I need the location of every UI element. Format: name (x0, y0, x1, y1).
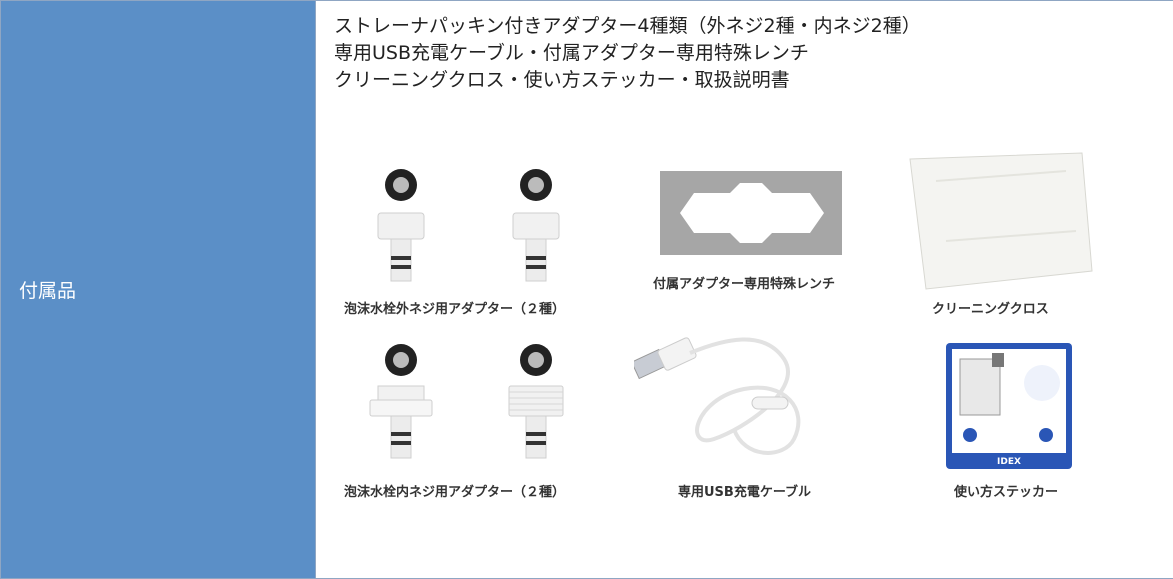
cloth-image (909, 152, 1093, 290)
outer-adapter-caption: 泡沫水栓外ネジ用アダプター（２種） (344, 302, 566, 317)
row-header-cell: 付属品 (1, 1, 315, 578)
cloth-caption: クリーニングクロス (932, 302, 1049, 317)
outer-adapter-2 (512, 169, 560, 282)
usb-cable-caption: 専用USB充電ケーブル (678, 485, 812, 500)
outer-adapter-image (377, 169, 560, 282)
wrench-caption: 付属アダプター専用特殊レンチ (653, 277, 836, 292)
sticker-brand-text: IDEX (997, 457, 1021, 467)
inner-adapter-2 (508, 344, 564, 459)
sticker-image: IDEX (946, 343, 1072, 469)
description-line-2: 専用USB充電ケーブル・付属アダプター専用特殊レンチ (334, 42, 809, 64)
inner-adapter-1 (369, 344, 433, 459)
usb-cable-image (634, 337, 801, 455)
sticker-caption: 使い方ステッカー (954, 485, 1059, 500)
wrench-image (660, 171, 842, 255)
inner-adapter-image (369, 344, 564, 459)
row-header-label: 付属品 (19, 280, 77, 302)
description-line-1: ストレーナパッキン付きアダプター4種類（外ネジ2種・内ネジ2種） (334, 15, 921, 37)
description-line-3: クリーニングクロス・使い方ステッカー・取扱説明書 (334, 69, 790, 91)
outer-adapter-1 (377, 169, 425, 282)
accessory-description: ストレーナパッキン付きアダプター4種類（外ネジ2種・内ネジ2種） 専用USB充電… (334, 13, 921, 94)
row-content-cell: ストレーナパッキン付きアダプター4種類（外ネジ2種・内ネジ2種） 専用USB充電… (315, 1, 1173, 578)
inner-adapter-caption: 泡沫水栓内ネジ用アダプター（２種） (344, 485, 566, 500)
